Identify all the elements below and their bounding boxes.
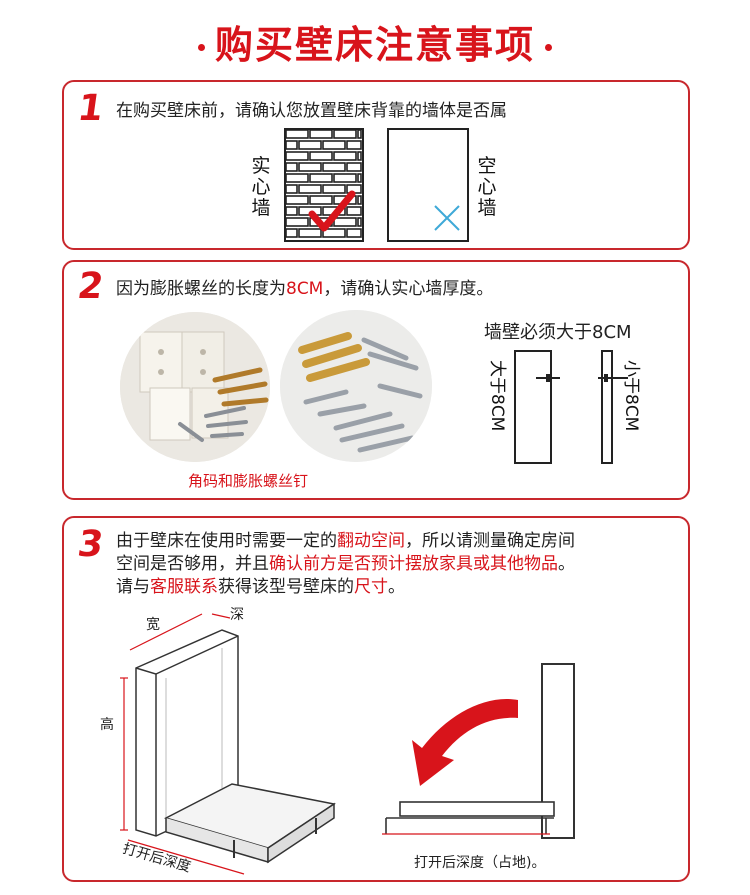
brick bbox=[285, 140, 298, 150]
brick bbox=[322, 162, 346, 172]
thick-wall-label: 大于8CM bbox=[487, 360, 507, 432]
brick bbox=[309, 173, 333, 183]
step3-line3-red2: 尺寸 bbox=[354, 577, 388, 597]
thick-wall-diagram bbox=[514, 350, 560, 464]
step3-line1-red: 翻动空间 bbox=[337, 531, 405, 551]
brick bbox=[322, 184, 346, 194]
step1-text: 在购买壁床前，请确认您放置壁床背靠的墙体是否属 bbox=[116, 101, 507, 121]
step3-line3: 请与客服联系获得该型号壁床的尺寸。 bbox=[116, 576, 405, 598]
brick bbox=[333, 173, 357, 183]
brick bbox=[357, 151, 362, 161]
brick bbox=[285, 228, 298, 238]
brick bbox=[285, 162, 298, 172]
brick bbox=[333, 129, 357, 139]
brick bbox=[285, 184, 298, 194]
floor-caption: 打开后深度（占地)。 bbox=[414, 855, 546, 871]
step2-text-after: ，请确认实心墙厚度。 bbox=[323, 279, 494, 299]
brick bbox=[298, 228, 322, 238]
step3-panel: 3 由于壁床在使用时需要一定的翻动空间，所以请测量确定房间 空间是否够用，并且确… bbox=[62, 516, 690, 882]
brick bbox=[357, 129, 362, 139]
step3-line1: 由于壁床在使用时需要一定的翻动空间，所以请测量确定房间 bbox=[116, 530, 575, 552]
solid-wall-illustration bbox=[284, 128, 364, 242]
step3-line3-red1: 客服联系 bbox=[150, 577, 218, 597]
cross-icon bbox=[434, 205, 460, 231]
title-dot-left bbox=[197, 44, 205, 51]
step2-text: 因为膨胀螺丝的长度为8CM，请确认实心墙厚度。 bbox=[116, 278, 493, 300]
dim-depth-label: 深 bbox=[230, 607, 244, 623]
step3-line3-a: 请与 bbox=[116, 577, 150, 597]
fold-diagram bbox=[382, 663, 575, 839]
brick bbox=[285, 195, 309, 205]
check-icon bbox=[308, 190, 356, 232]
step1-number: 1 bbox=[75, 88, 106, 129]
brick bbox=[285, 151, 309, 161]
title-text: 购买壁床注意事项 bbox=[214, 23, 535, 67]
wall-thickness-heading: 墙壁必须大于8CM bbox=[484, 322, 632, 343]
brick bbox=[298, 184, 322, 194]
thin-wall-diagram bbox=[598, 350, 628, 464]
brick bbox=[309, 151, 333, 161]
step3-line1-a: 由于壁床在使用时需要一定的 bbox=[116, 531, 337, 551]
brick bbox=[298, 162, 322, 172]
step1-panel: 1 在购买壁床前，请确认您放置壁床背靠的墙体是否属 实心墙 空心墙 bbox=[62, 80, 690, 250]
brick bbox=[285, 217, 309, 227]
step3-line2: 空间是否够用，并且确认前方是否预计摆放家具或其他物品。 bbox=[116, 553, 575, 575]
step3-line2-red: 确认前方是否预计摆放家具或其他物品 bbox=[269, 554, 558, 574]
step3-line2-a: 空间是否够用，并且 bbox=[116, 554, 269, 574]
step3-number: 3 bbox=[75, 524, 106, 565]
thin-wall-label: 小于8CM bbox=[621, 360, 641, 432]
hollow-wall-illustration bbox=[387, 128, 469, 242]
brick bbox=[346, 206, 362, 216]
brick bbox=[298, 140, 322, 150]
hollow-wall-text: 空心墙 bbox=[477, 155, 497, 219]
brick bbox=[333, 217, 357, 227]
brick bbox=[309, 195, 333, 205]
brick bbox=[285, 206, 298, 216]
brick bbox=[285, 173, 309, 183]
brick bbox=[346, 228, 362, 238]
step3-line1-b: ，所以请测量确定房间 bbox=[405, 531, 575, 551]
dim-height-label: 高 bbox=[100, 717, 114, 733]
rotate-arrow-icon bbox=[412, 698, 518, 786]
step3-line2-b: 。 bbox=[558, 554, 575, 574]
brick bbox=[346, 140, 362, 150]
bracket-image bbox=[120, 312, 270, 462]
brick bbox=[357, 195, 362, 205]
title-dot-right bbox=[545, 44, 552, 51]
bracket-photo bbox=[120, 312, 270, 462]
dim-width-label: 宽 bbox=[146, 617, 160, 633]
brick bbox=[309, 129, 333, 139]
step2-number: 2 bbox=[75, 266, 106, 307]
brick bbox=[357, 173, 362, 183]
brick bbox=[333, 151, 357, 161]
hollow-wall-label: 空心墙 bbox=[476, 156, 498, 219]
brick bbox=[346, 162, 362, 172]
wall-bed-illustration bbox=[120, 613, 336, 875]
solid-wall-label: 实心墙 bbox=[250, 156, 272, 219]
hardware-caption: 角码和膨胀螺丝钉 bbox=[188, 472, 309, 490]
brick bbox=[285, 129, 309, 139]
step3-line3-c: 。 bbox=[388, 577, 405, 597]
step2-text-highlight: 8CM bbox=[286, 279, 324, 299]
screw-photo bbox=[280, 310, 432, 462]
solid-wall-text: 实心墙 bbox=[251, 155, 271, 219]
step3-line3-b: 获得该型号壁床的 bbox=[218, 577, 354, 597]
step2-text-before: 因为膨胀螺丝的长度为 bbox=[116, 279, 286, 299]
page-title: 购买壁床注意事项 bbox=[0, 14, 750, 69]
brick bbox=[322, 228, 346, 238]
screw-image bbox=[280, 310, 432, 462]
brick bbox=[322, 140, 346, 150]
brick bbox=[357, 217, 362, 227]
step2-panel: 2 因为膨胀螺丝的长度为8CM，请确认实心墙厚度。 bbox=[62, 260, 690, 500]
